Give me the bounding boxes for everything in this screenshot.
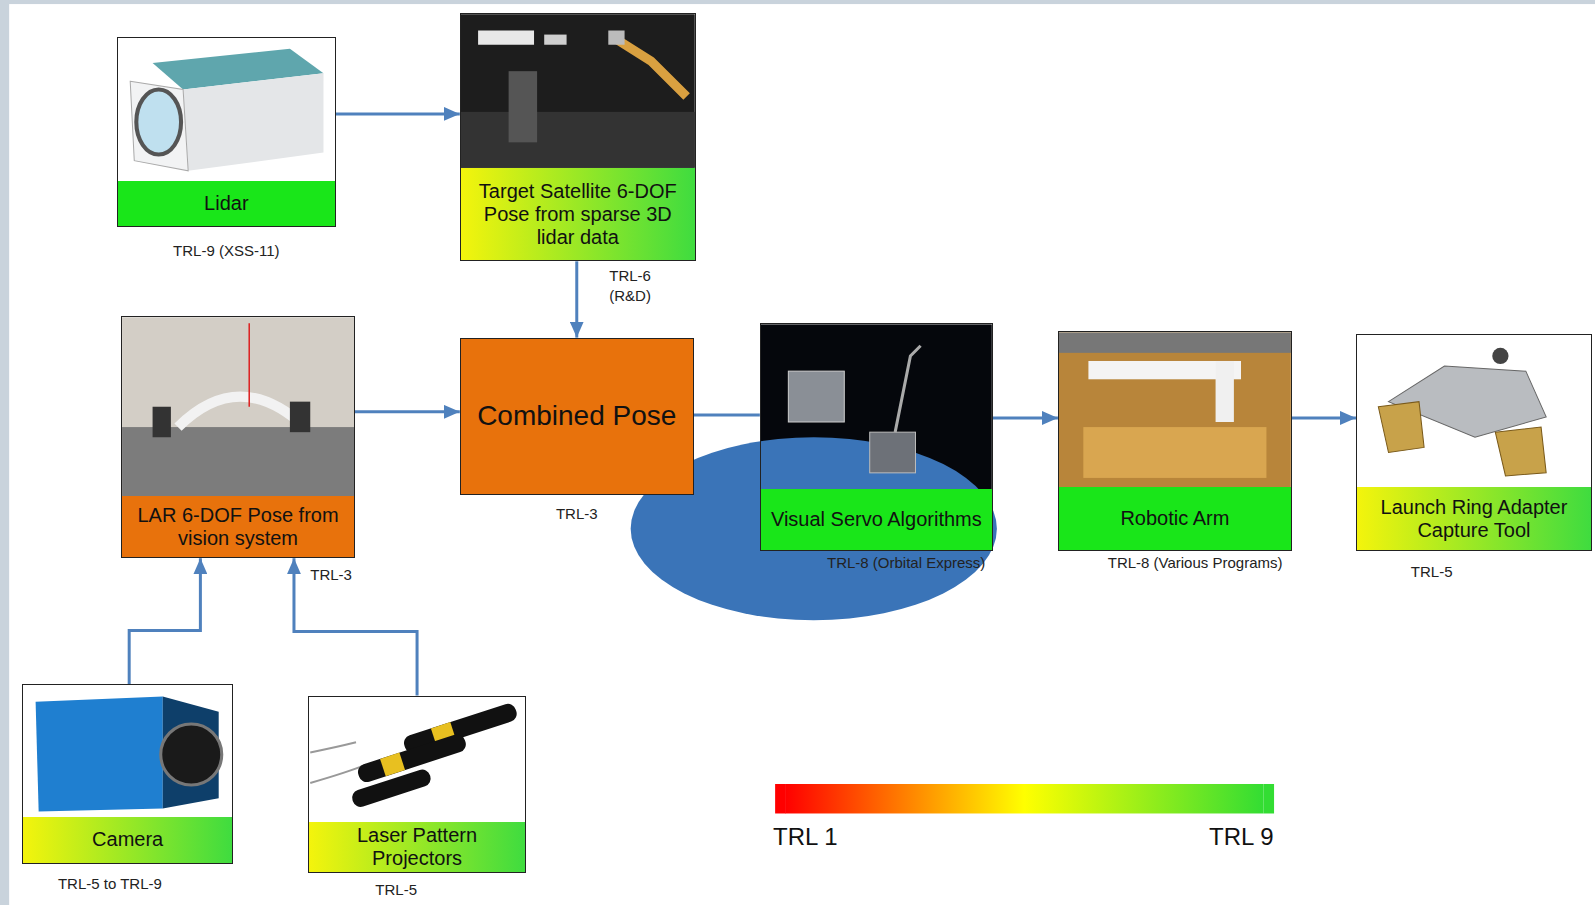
trl-rating: TRL-9 (XSS-11) <box>118 241 335 261</box>
laser-module <box>350 767 433 809</box>
photo-ground <box>23 685 232 816</box>
satellite <box>788 371 844 422</box>
photo-ground <box>309 697 525 822</box>
box-label: Lidar <box>118 181 335 226</box>
photo-ground <box>1059 333 1291 488</box>
flow-arrow <box>336 112 460 115</box>
sensor-box: CameraTRL-5 to TRL-9 <box>22 684 233 864</box>
gold-blanket <box>1083 427 1266 478</box>
camera-mount <box>153 407 171 438</box>
frame-strip <box>0 0 9 905</box>
tool-jaw <box>1378 402 1424 453</box>
scale-label: TRL 9 <box>1209 823 1273 851</box>
trl-rating: TRL-8 (Orbital Express) <box>827 553 985 573</box>
hardware-box: Robotic ArmTRL-8 (Various Programs) <box>1058 331 1292 551</box>
process-box: Visual Servo AlgorithmsTRL-8 (Orbital Ex… <box>760 323 993 551</box>
box-label: Launch Ring Adapter Capture Tool <box>1357 487 1591 550</box>
trl-rating: TRL-5 <box>375 880 417 900</box>
process-box: Target Satellite 6-DOF Pose from sparse … <box>460 13 696 261</box>
photo-ground <box>461 14 695 168</box>
scale-end-swatch <box>775 784 786 813</box>
trl-rating: TRL-5 to TRL-9 <box>58 874 162 894</box>
flow-arrow <box>294 558 417 695</box>
picture-area <box>1357 335 1591 488</box>
flow-arrow <box>993 416 1058 419</box>
sensor-lens <box>136 89 181 154</box>
sensor-box: LidarTRL-9 (XSS-11) <box>117 37 336 227</box>
box-label: Visual Servo Algorithms <box>761 489 992 550</box>
box-label: Target Satellite 6-DOF Pose from sparse … <box>461 168 695 261</box>
tool-jaw <box>1495 427 1546 476</box>
trl-rating: TRL-6 (R&D) <box>609 266 665 305</box>
picture-area <box>461 14 695 168</box>
flow-arrow <box>1292 416 1356 419</box>
robotic-arm-photo <box>1059 333 1291 488</box>
cable <box>310 765 366 783</box>
picture-area <box>23 685 232 816</box>
camera-body <box>36 697 163 812</box>
scale-end-swatch <box>1263 784 1274 813</box>
trl-rating: TRL-3 <box>461 504 693 524</box>
top-rail <box>1059 333 1291 353</box>
lar-vision-photo <box>122 317 354 496</box>
camera-lens <box>161 724 222 785</box>
arm-tube <box>1216 361 1234 422</box>
flow-arrow <box>694 413 760 416</box>
sensor-box: Laser Pattern ProjectorsTRL-5 <box>308 696 526 873</box>
trl-scale <box>775 784 1274 813</box>
picture-area <box>309 697 525 822</box>
laser-barrel <box>350 767 433 809</box>
panel <box>478 31 534 45</box>
lidar-picture <box>118 38 335 181</box>
cable <box>310 742 356 752</box>
tool-motor <box>1492 348 1508 364</box>
box-label: Camera <box>23 817 232 864</box>
process-box: LAR 6-DOF Pose from vision systemTRL-3 <box>121 316 355 558</box>
rig <box>509 71 537 142</box>
laser-line <box>248 323 250 406</box>
ring-mockup <box>178 397 305 428</box>
floor <box>461 112 695 168</box>
picture-area <box>118 38 335 181</box>
satellite <box>870 432 916 473</box>
picture-area <box>761 324 992 489</box>
trl-rating: TRL-8 (Various Programs) <box>1108 553 1283 573</box>
flow-arrow <box>575 261 578 337</box>
trl-rating: TRL-3 <box>310 565 352 585</box>
trl-rating: TRL-5 <box>1411 562 1453 582</box>
hardware-box: Launch Ring Adapter Capture ToolTRL-5 <box>1356 334 1592 552</box>
servicer-arm <box>895 346 920 432</box>
box-label: Combined Pose <box>461 339 693 495</box>
panel <box>544 35 566 45</box>
photo-ground <box>1357 335 1595 488</box>
picture-area <box>1059 332 1291 487</box>
box-label: Robotic Arm <box>1059 487 1291 550</box>
laser-projector-picture <box>309 697 525 822</box>
scale-gradient <box>785 784 1263 813</box>
photo-ground <box>118 38 335 181</box>
laser-band <box>380 753 405 777</box>
box-label: LAR 6-DOF Pose from vision system <box>122 496 354 557</box>
optical-table <box>122 427 354 496</box>
scale-label: TRL 1 <box>773 823 837 851</box>
frame-strip <box>0 0 1595 4</box>
flow-arrow <box>355 410 460 413</box>
target-satellite-photo <box>461 14 695 168</box>
flow-arrow <box>129 558 200 684</box>
box-label: Laser Pattern Projectors <box>309 822 525 872</box>
robot-arm <box>615 39 686 97</box>
photo-ground <box>122 317 354 496</box>
camera-mount <box>290 402 310 433</box>
sensor-front <box>130 81 188 170</box>
fixture <box>608 31 624 45</box>
process-box: Combined PoseTRL-3 <box>460 338 694 496</box>
camera-picture <box>23 685 232 816</box>
sensor-side <box>183 73 323 171</box>
capture-tool-picture <box>1357 335 1595 488</box>
picture-area <box>122 317 354 496</box>
